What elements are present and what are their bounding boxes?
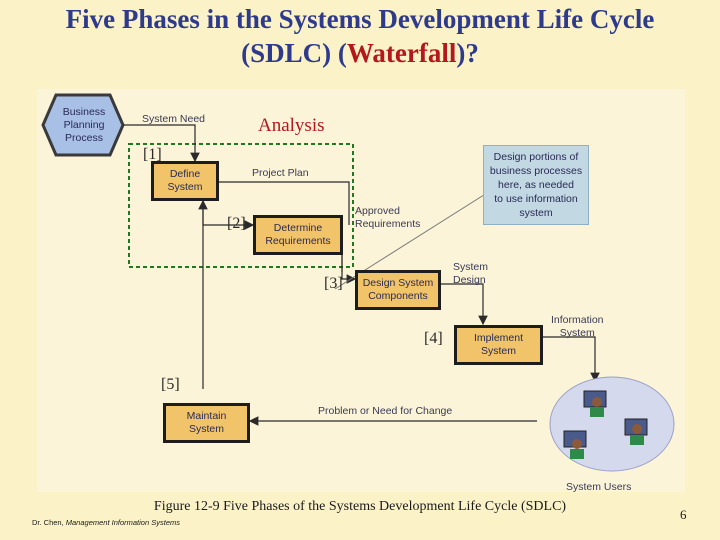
label-approved-requirements: Approved Requirements (355, 205, 421, 230)
footer-credit: Dr. Chen, Management Information Systems (32, 518, 180, 527)
label-problem-or-need: Problem or Need for Change (318, 405, 453, 417)
user-figure-2 (624, 418, 648, 445)
phase-number-1: [1] (143, 146, 162, 163)
box-implement-system: Implement System (454, 325, 543, 365)
phase-number-5: [5] (161, 376, 180, 393)
user-figure-3 (563, 430, 587, 459)
figure-caption: Figure 12-9 Five Phases of the Systems D… (153, 499, 567, 514)
phase-number-4: [4] (424, 330, 443, 347)
box-design-system-components: Design System Components (355, 270, 441, 310)
title-line-1: Five Phases in the Systems Development L… (65, 4, 655, 34)
phase-number-3: [3] (324, 275, 343, 292)
label-information-system: Information System (551, 314, 604, 339)
analysis-label: Analysis (258, 115, 325, 136)
title-line-2: (SDLC) (Waterfall)? (0, 36, 720, 70)
label-system-users: System Users (566, 481, 632, 493)
sdlc-diagram: Business Planning Process Analysis Syste… (37, 89, 685, 493)
analysis-boundary (128, 143, 354, 268)
title-suffix: )? (456, 38, 479, 68)
phase-number-2: [2] (227, 215, 246, 232)
slide-title: Five Phases in the Systems Development L… (0, 2, 720, 70)
business-planning-hexagon (41, 93, 125, 157)
hexagon-label: Business Planning Process (62, 106, 106, 144)
box-define-system: Define System (151, 161, 219, 201)
box-maintain-system: Maintain System (163, 403, 250, 443)
user-figure-1 (583, 390, 607, 417)
design-business-processes-note: Design portions of business processes he… (483, 145, 589, 225)
title-waterfall: Waterfall (346, 38, 457, 68)
title-prefix: (SDLC) ( (241, 38, 347, 68)
page-number: 6 (680, 507, 687, 522)
box-determine-requirements: Determine Requirements (253, 215, 343, 255)
system-users-group (549, 376, 675, 472)
label-system-design: System Design (453, 261, 489, 286)
label-project-plan: Project Plan (252, 167, 309, 179)
footer-course: Management Information Systems (65, 518, 180, 527)
footer-author: Dr. Chen, (32, 518, 66, 527)
label-system-need: System Need (142, 113, 206, 125)
